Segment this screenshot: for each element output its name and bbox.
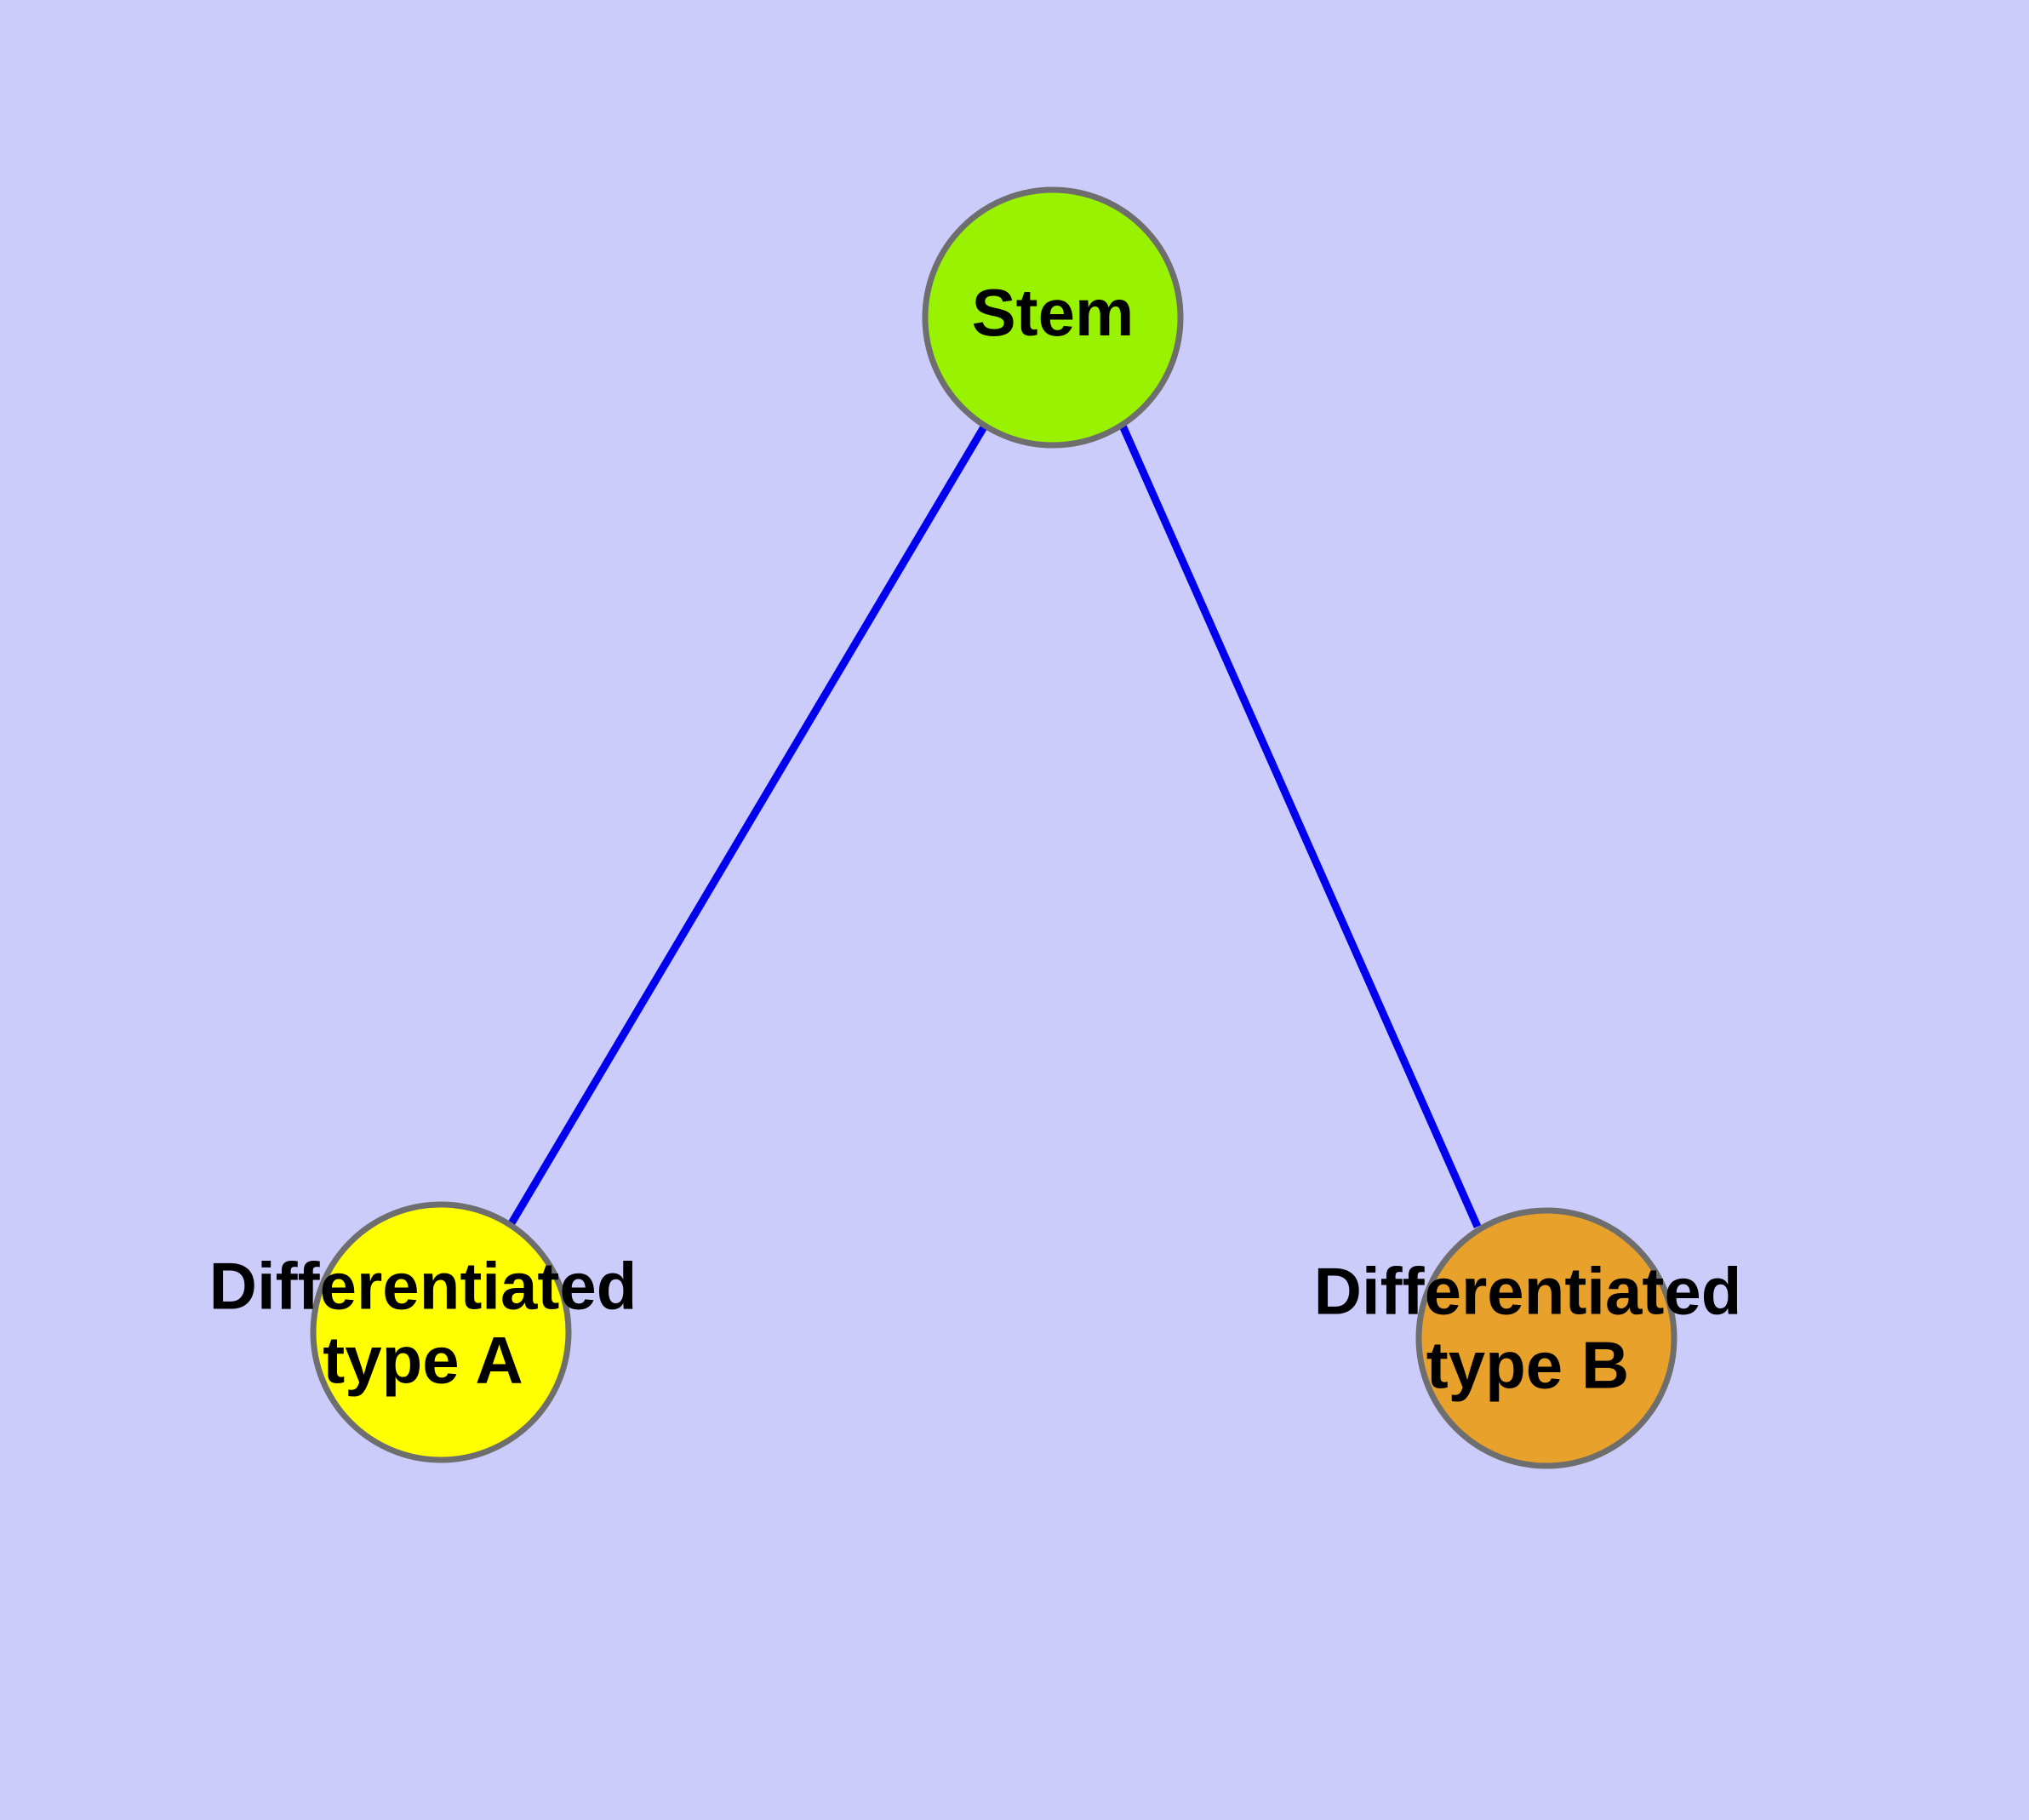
edge-stem-diff-b[interactable] (1118, 424, 1482, 1228)
node-label-line-diff_a-0: Differentiated (209, 1248, 637, 1323)
node-label-line-diff_a-1: type A (323, 1322, 523, 1397)
node-circle-stem[interactable] (922, 186, 1184, 449)
node-label-line-stem-0: Stem (972, 275, 1135, 350)
node-label-line-diff_b-1: type B (1426, 1327, 1629, 1402)
node-circle-diff_a[interactable] (310, 1201, 572, 1463)
node-label-stem: Stem (972, 275, 1135, 350)
edges-layer (508, 423, 1482, 1228)
node-label-line-diff_b-0: Differentiated (1314, 1253, 1742, 1328)
node-circle-diff_b[interactable] (1415, 1207, 1677, 1469)
nodes-layer (310, 186, 1677, 1469)
edge-stem-diff-a[interactable] (508, 423, 988, 1226)
